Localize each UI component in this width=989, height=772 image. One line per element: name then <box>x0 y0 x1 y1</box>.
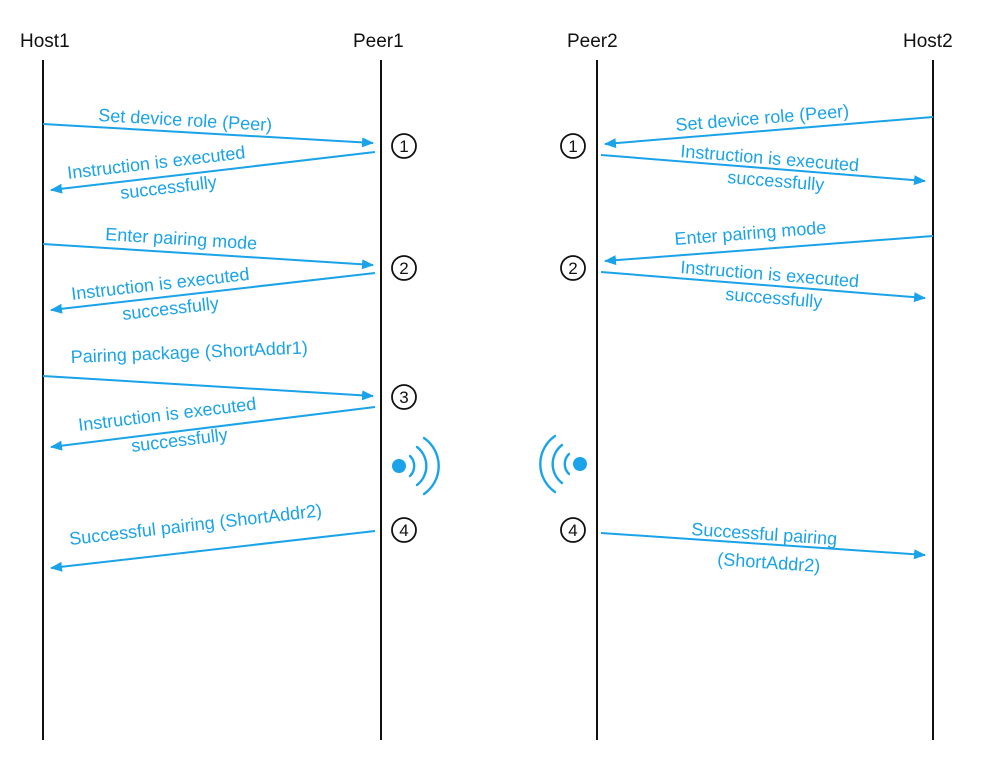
arrow-enter-pairing-left <box>42 243 374 270</box>
step-2-right-label: 2 <box>568 259 577 278</box>
participant-host2: Host2 <box>903 31 953 52</box>
step-1-right: 1 <box>560 133 586 159</box>
arrow-set-role-left <box>42 123 374 148</box>
msg-set-role-left: Set device role (Peer) <box>98 105 273 135</box>
step-1-left: 1 <box>391 133 417 159</box>
step-4-left: 4 <box>391 517 417 543</box>
arrow-enter-pairing-right <box>604 235 934 266</box>
step-3-left-label: 3 <box>399 388 408 407</box>
arrow-reply-1-right <box>600 154 926 186</box>
msg-reply-2-left-line2: successfully <box>121 293 220 324</box>
step-2-left: 2 <box>391 255 417 281</box>
arrow-success-right <box>600 532 926 560</box>
arrow-reply-1-left <box>50 151 376 194</box>
msg-reply-3-left-line1: Instruction is executed <box>77 394 257 435</box>
arrow-reply-3-left <box>50 406 376 451</box>
step-1-left-label: 1 <box>399 137 408 156</box>
step-1-right-label: 1 <box>568 137 577 156</box>
participant-peer2: Peer2 <box>567 31 618 52</box>
step-3-left: 3 <box>391 384 417 410</box>
wireless-signal-icon <box>392 436 440 496</box>
arrow-success-left <box>50 530 376 572</box>
arrow-set-role-right <box>604 116 934 149</box>
msg-set-role-right: Set device role (Peer) <box>675 101 850 135</box>
step-4-right: 4 <box>560 517 586 543</box>
participant-host1: Host1 <box>20 31 70 52</box>
wireless-signal-icon <box>539 434 587 494</box>
step-2-right: 2 <box>560 255 586 281</box>
step-4-left-label: 4 <box>399 521 408 540</box>
msg-reply-3-left-line2: successfully <box>130 424 229 456</box>
arrow-reply-2-left <box>50 272 376 314</box>
step-2-left-label: 2 <box>399 259 408 278</box>
msg-success-right-line2: (ShortAddr2) <box>717 549 821 576</box>
participant-peer1: Peer1 <box>353 31 404 52</box>
arrow-reply-2-right <box>600 271 926 303</box>
msg-pairing-package-left: Pairing package (ShortAddr1) <box>70 337 308 367</box>
arrow-pairing-package-left <box>42 375 374 401</box>
step-4-right-label: 4 <box>568 521 577 540</box>
msg-enter-pairing-right: Enter pairing mode <box>674 217 827 249</box>
msg-reply-1-left-line2: successfully <box>119 172 218 203</box>
